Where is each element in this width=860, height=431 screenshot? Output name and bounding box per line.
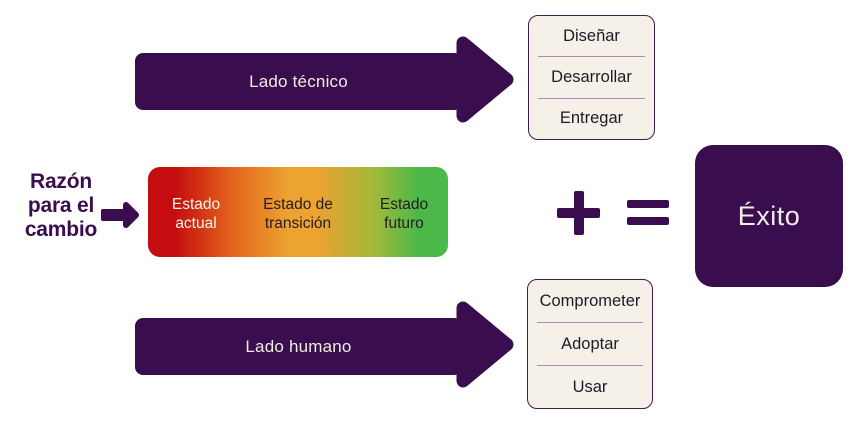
step-usar: Usar (572, 377, 608, 396)
divider (538, 56, 645, 58)
divider (537, 365, 643, 366)
state-gradient-bar (148, 167, 448, 257)
state-transition-line-1: Estado de (263, 196, 333, 213)
plus-icon (557, 191, 600, 235)
reason-for-change-label: Razón para el cambio (6, 170, 116, 242)
state-current-label: Estado actual (150, 195, 242, 233)
state-future-label: Estado futuro (358, 195, 450, 233)
technical-steps-card: Diseñar Desarrollar Entregar (528, 15, 655, 140)
reason-line-1: Razón (29, 170, 92, 193)
human-arrow-head-icon (456, 301, 514, 388)
state-future-line-2: futuro (384, 215, 424, 232)
reason-line-2: para el (27, 194, 95, 217)
reason-line-3: cambio (24, 218, 98, 241)
human-arrow-label: Lado humano (245, 336, 352, 356)
state-current-line-2: actual (175, 215, 217, 232)
step-comprometer: Comprometer (539, 291, 641, 310)
exito-card: Éxito (695, 145, 843, 287)
divider (538, 97, 645, 99)
human-side-arrow: Lado humano (135, 318, 462, 375)
human-steps-card: Comprometer Adoptar Usar (527, 279, 653, 409)
step-entregar: Entregar (559, 109, 624, 128)
technical-side-arrow: Lado técnico (135, 53, 462, 110)
step-adoptar: Adoptar (561, 334, 619, 353)
exito-label: Éxito (737, 200, 801, 231)
state-transition-line-2: transición (264, 215, 332, 232)
step-disenar: Diseñar (563, 26, 620, 45)
technical-arrow-label: Lado técnico (249, 71, 348, 91)
state-transition-label: Estado de transición (242, 195, 354, 233)
state-future-line-1: Estado (379, 196, 429, 213)
reason-arrow-icon (101, 202, 139, 228)
divider (537, 322, 643, 323)
state-current-line-1: Estado (171, 196, 221, 213)
step-desarrollar: Desarrollar (551, 67, 632, 86)
equals-icon (627, 200, 669, 225)
technical-arrow-head-icon (456, 36, 514, 123)
